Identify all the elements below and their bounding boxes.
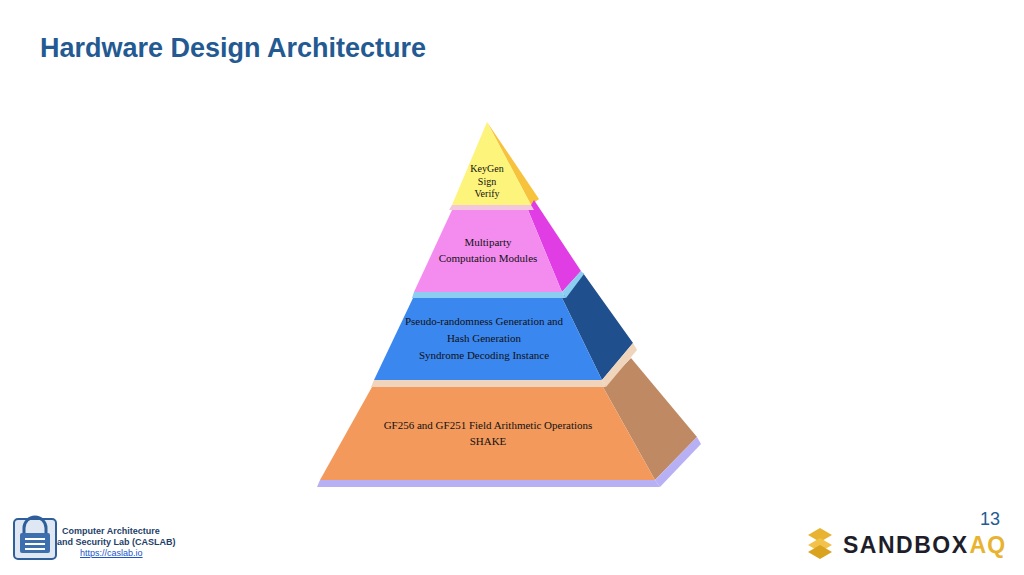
layer-text: Pseudo-randomness Generation and Hash Ge… — [398, 313, 570, 347]
logo-lock-body — [20, 533, 50, 553]
layer-shape — [414, 210, 562, 292]
separator-strip — [412, 292, 566, 298]
logo-line — [25, 543, 45, 545]
separator-strip — [371, 380, 606, 387]
lab-name: Computer Architecture — [62, 526, 160, 536]
layer-text: SHAKE — [338, 433, 638, 449]
pyramid-layer: GF256 and GF251 Field Arithmetic Operati… — [320, 387, 655, 480]
layer-shape — [320, 387, 655, 480]
sponsor-logo-mark — [808, 528, 832, 559]
logo-frame — [14, 519, 56, 559]
separator-strip — [602, 343, 637, 387]
logo-line — [25, 548, 45, 550]
layer-text: GF256 and GF251 Field Arithmetic Operati… — [338, 417, 638, 433]
slide-title: Hardware Design Architecture — [40, 33, 426, 64]
layer-face — [452, 122, 531, 205]
logo-line — [25, 538, 45, 540]
separator-strip — [317, 480, 660, 487]
logo-shackle — [24, 517, 46, 534]
sponsor-wordmark: AQ — [970, 532, 1007, 559]
layer-face — [320, 387, 655, 480]
layer-face — [374, 298, 602, 380]
lab-logo — [14, 517, 56, 559]
pyramid-layer: Multiparty Computation Modules — [414, 210, 562, 292]
layer-text: Multiparty Computation Modules — [435, 234, 541, 266]
layer-text: Verify — [455, 188, 519, 201]
layer-face — [414, 210, 562, 292]
lab-name: and Security Lab (CASLAB) — [57, 537, 176, 547]
pyramid-layer: KeyGenSignVerify — [452, 122, 532, 205]
pyramid-layer: Pseudo-randomness Generation and Hash Ge… — [374, 298, 602, 380]
layer-text-stack: Pseudo-randomness Generation and Hash Ge… — [398, 313, 570, 364]
separator-strip — [449, 205, 534, 210]
layer-text: Sign — [455, 176, 519, 189]
page-number: 13 — [980, 509, 1000, 530]
layer-text-stack: Multiparty Computation Modules — [435, 234, 541, 266]
logo-shape — [808, 545, 832, 559]
lab-url: https://caslab.io — [80, 548, 143, 558]
separator-strip — [655, 437, 701, 487]
sponsor-wordmark: SANDBOX — [843, 532, 969, 559]
separator-strip — [562, 271, 584, 298]
layer-text: Syndrome Decoding Instance — [398, 347, 570, 364]
layer-text-stack: GF256 and GF251 Field Arithmetic Operati… — [338, 417, 638, 449]
layer-text: KeyGen — [455, 163, 519, 176]
layer-text-stack: KeyGenSignVerify — [455, 163, 519, 201]
